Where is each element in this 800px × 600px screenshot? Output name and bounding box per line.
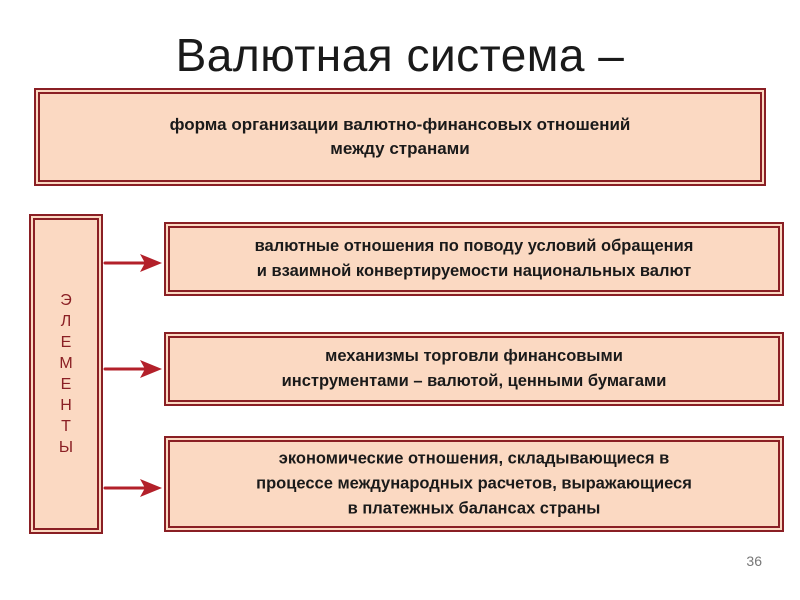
element-line: процессе международных расчетов, выражаю… [256, 474, 692, 493]
definition-box: форма организации валютно-финансовых отн… [38, 92, 762, 182]
elements-vertical-box: Э Л Е М Е Н Т Ы [33, 218, 99, 530]
element-text: экономические отношения, складывающиеся … [170, 447, 778, 522]
vertical-letter: Е [60, 376, 72, 393]
element-text: механизмы торговли финансовыми инструмен… [170, 344, 778, 394]
arrow-right-icon [103, 254, 162, 272]
element-line: механизмы торговли финансовыми [325, 347, 623, 365]
element-box-2: механизмы торговли финансовыми инструмен… [168, 336, 780, 402]
definition-text: форма организации валютно-финансовых отн… [40, 113, 760, 161]
vertical-letter: Э [60, 292, 72, 309]
element-line: и взаимной конвертируемости национальных… [256, 262, 692, 280]
element-line: в платежных балансах страны [347, 499, 601, 518]
vertical-letter: Т [61, 418, 71, 435]
element-box-1: валютные отношения по поводу условий обр… [168, 226, 780, 292]
element-box-3: экономические отношения, складывающиеся … [168, 440, 780, 528]
definition-line-1: форма организации валютно-финансовых отн… [169, 115, 631, 134]
vertical-letter: М [59, 355, 73, 372]
arrow-right-icon [103, 479, 162, 497]
element-text: валютные отношения по поводу условий обр… [170, 234, 778, 284]
elements-vertical-label: Э Л Е М Е Н Т Ы [35, 290, 97, 458]
vertical-letter: Л [60, 313, 72, 330]
vertical-letter: Н [60, 397, 72, 414]
slide-title: Валютная система – [175, 29, 625, 81]
element-line: валютные отношения по поводу условий обр… [254, 237, 694, 255]
element-line: инструментами – валютой, ценными бумагам… [281, 372, 667, 390]
vertical-letter: Ы [58, 439, 74, 456]
page-number: 36 [746, 553, 762, 569]
arrow-right-icon [103, 360, 162, 378]
vertical-letter: Е [60, 334, 72, 351]
element-line: экономические отношения, складывающиеся … [278, 449, 670, 468]
definition-line-2: между странами [330, 139, 470, 158]
